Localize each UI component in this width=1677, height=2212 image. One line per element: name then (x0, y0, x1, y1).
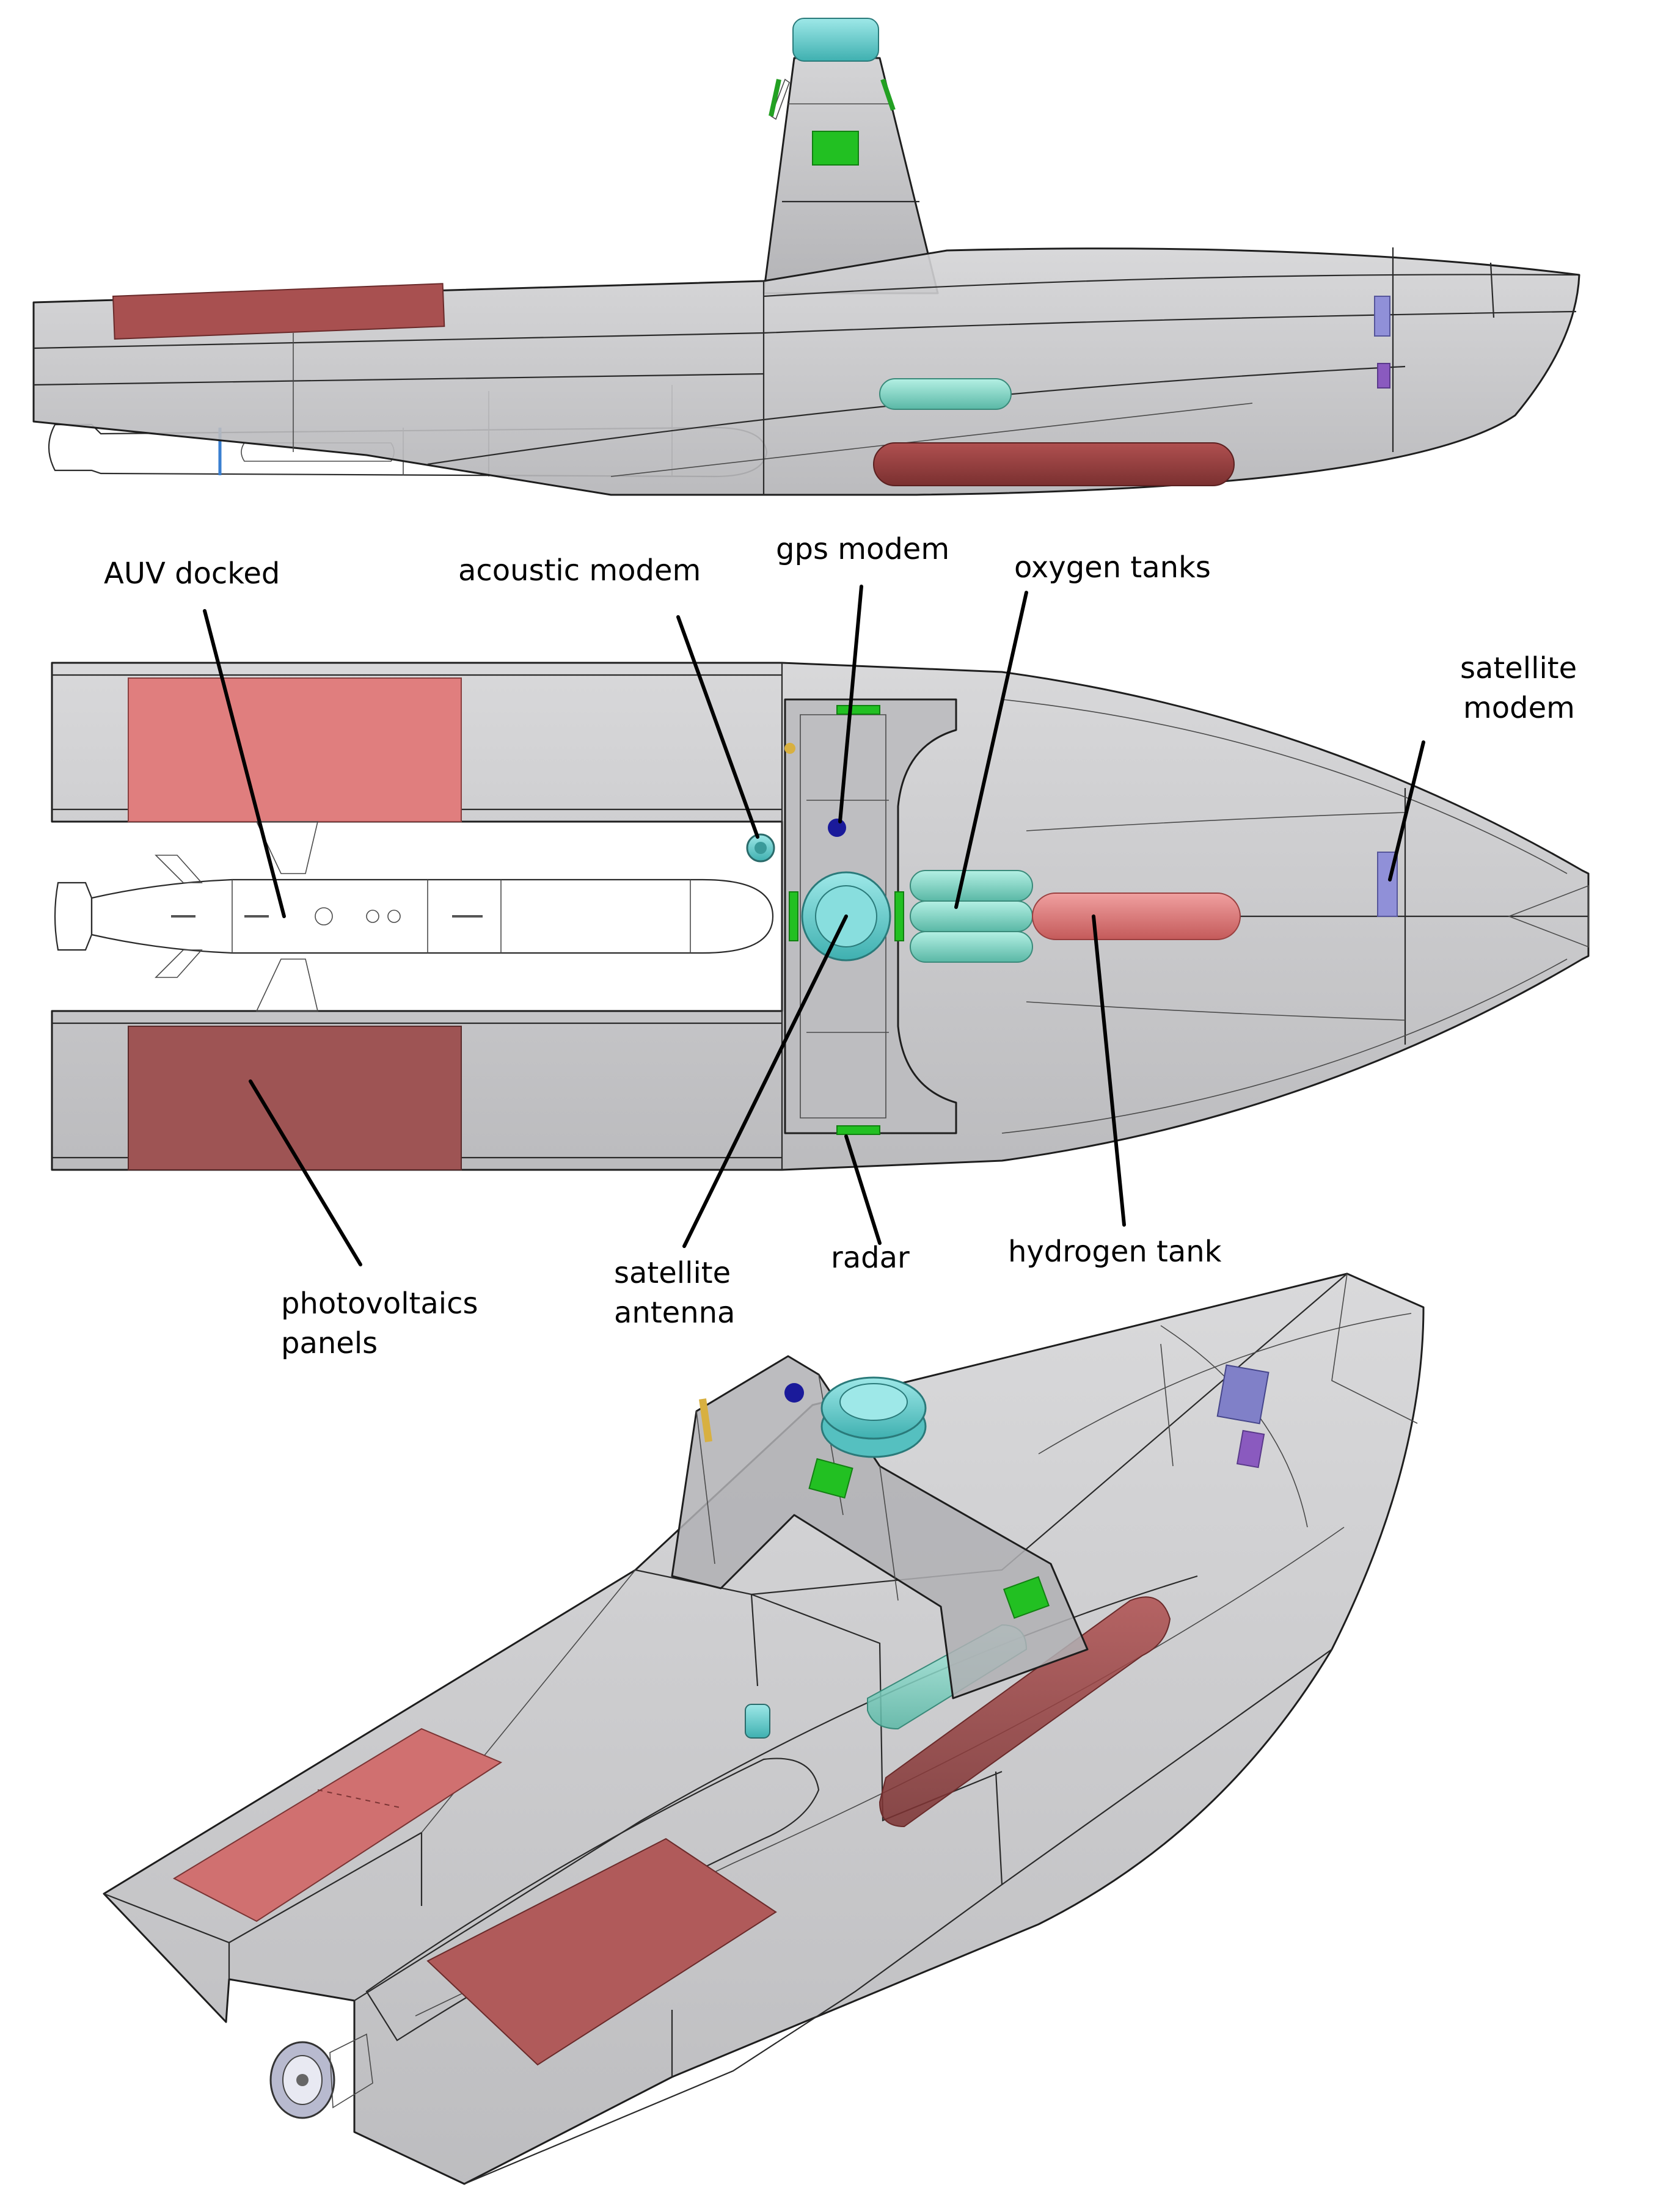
satellite-antenna-side (792, 18, 879, 62)
radar-iso-front (808, 1458, 853, 1499)
label-satellite-modem-line1: satellite (1460, 651, 1577, 685)
label-satellite-antenna-line1: satellite (614, 1256, 731, 1290)
radar-top-lower (836, 1125, 880, 1135)
gps-modem-icon (828, 819, 846, 837)
radar-top-right (894, 891, 904, 941)
photovoltaic-panel-top-dark (128, 1026, 462, 1170)
label-satellite-modem-line2: modem (1463, 691, 1575, 725)
label-acoustic-modem: acoustic modem (458, 553, 701, 588)
gps-modem-iso (784, 1383, 804, 1403)
radar-side (812, 131, 859, 166)
leader-lines (203, 585, 1425, 1266)
label-auv-docked: AUV docked (104, 557, 280, 591)
mast-top (746, 698, 957, 1135)
mast-side (762, 18, 939, 294)
photovoltaic-panel-iso-right (426, 1838, 777, 2066)
photovoltaic-panel-iso-left (172, 1728, 503, 1922)
hydrogen-tank-side (873, 442, 1235, 486)
radar-top-left (789, 891, 798, 941)
label-gps-modem: gps modem (776, 532, 949, 566)
photovoltaic-panel-side (112, 283, 445, 340)
label-radar: radar (831, 1241, 910, 1275)
radar-top-upper (836, 705, 880, 715)
label-photovoltaics-line1: photovoltaics (281, 1287, 478, 1321)
tanks-top (910, 870, 1241, 963)
mast-iso (671, 1355, 1089, 1699)
label-oxygen-tanks: oxygen tanks (1014, 550, 1211, 585)
satellite-modem-side (1374, 296, 1390, 337)
satellite-modem-iso (1216, 1364, 1270, 1425)
oxygen-tank-1 (910, 870, 1033, 902)
isometric-view (103, 1272, 1425, 2185)
auv-top (54, 821, 774, 1012)
hull-side (32, 247, 1580, 496)
hydrogen-tank-top (1032, 892, 1241, 940)
oxygen-tank-3 (910, 931, 1033, 963)
side-view (32, 18, 1580, 496)
top-view: AUV docked acoustic modem gps modem oxyg… (51, 532, 1590, 1360)
photovoltaic-panel-top-light (128, 677, 462, 822)
oxygen-tanks-side (879, 378, 1012, 410)
label-hydrogen-tank: hydrogen tank (1008, 1235, 1222, 1269)
labels: AUV docked acoustic modem gps modem oxyg… (104, 532, 1577, 1360)
oxygen-tank-2 (910, 900, 1033, 932)
label-photovoltaics-line2: panels (281, 1326, 378, 1360)
label-satellite-antenna-line2: antenna (614, 1296, 735, 1330)
radar-iso-side (1003, 1575, 1050, 1619)
